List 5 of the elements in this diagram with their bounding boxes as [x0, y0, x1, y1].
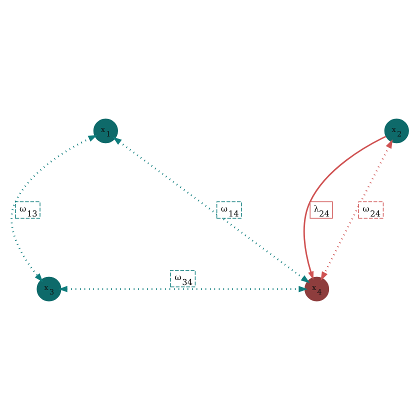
- arrow: [58, 286, 308, 292]
- arrow: [303, 136, 386, 280]
- arrow: [10, 135, 98, 282]
- arrow: [112, 136, 310, 284]
- arrow: [320, 139, 393, 281]
